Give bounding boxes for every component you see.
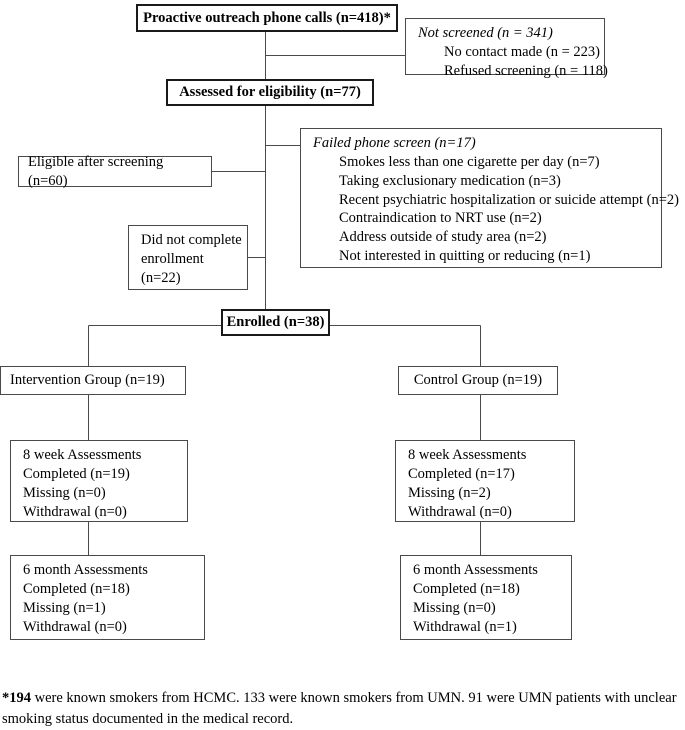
- node-failed-phone-screen: Failed phone screen (n=17) Smokes less t…: [300, 128, 679, 270]
- node-proactive-outreach: Proactive outreach phone calls (n=418)*: [136, 4, 398, 32]
- failed-phone-screen-item-5: Not interested in quitting or reducing (…: [339, 248, 591, 265]
- node-enrolled: Enrolled (n=38): [221, 309, 330, 336]
- control-8week-line-1: Completed (n=17): [408, 465, 515, 482]
- footnote-marker: *194: [2, 690, 31, 706]
- intervention-6month-line-2: Missing (n=1): [23, 599, 106, 616]
- intervention-6month-line-3: Withdrawal (n=0): [23, 618, 127, 635]
- node-control-8week-body: 8 week Assessments Completed (n=17) Miss…: [396, 441, 574, 525]
- control-8week-line-2: Missing (n=2): [408, 484, 491, 501]
- intervention-8week-line-3: Withdrawal (n=0): [23, 503, 127, 520]
- node-control-8week: 8 week Assessments Completed (n=17) Miss…: [395, 440, 575, 522]
- control-6month-line-2: Missing (n=0): [413, 599, 496, 616]
- node-control-6month: 6 month Assessments Completed (n=18) Mis…: [400, 555, 572, 640]
- intervention-8week-line-2: Missing (n=0): [23, 484, 106, 501]
- not-screened-item-1: Refused screening (n = 118): [444, 62, 608, 79]
- node-intervention-6month-body: 6 month Assessments Completed (n=18) Mis…: [11, 556, 204, 640]
- node-assessed-eligibility-label: Assessed for eligibility (n=77): [179, 84, 361, 101]
- not-screened-item-0: No contact made (n = 223): [444, 43, 600, 60]
- intervention-6month-line-1: Completed (n=18): [23, 580, 130, 597]
- did-not-complete-line-0: Did not complete: [141, 232, 242, 248]
- intervention-8week-line-1: Completed (n=19): [23, 465, 130, 482]
- failed-phone-screen-item-3: Contraindication to NRT use (n=2): [339, 210, 542, 227]
- node-control-group-label: Control Group (n=19): [413, 372, 543, 389]
- node-enrolled-label: Enrolled (n=38): [226, 314, 325, 331]
- node-intervention-8week-body: 8 week Assessments Completed (n=19) Miss…: [11, 441, 187, 525]
- control-6month-line-0: 6 month Assessments: [413, 562, 538, 578]
- control-6month-line-1: Completed (n=18): [413, 580, 520, 597]
- node-control-group: Control Group (n=19): [398, 366, 558, 395]
- node-not-screened-body: Not screened (n = 341) No contact made (…: [406, 19, 608, 85]
- not-screened-header: Not screened (n = 341): [418, 25, 553, 41]
- control-6month-line-3: Withdrawal (n=1): [413, 618, 517, 635]
- node-eligible-after-screening: Eligible after screening (n=60): [18, 153, 212, 189]
- did-not-complete-line-1: enrollment: [141, 250, 204, 267]
- failed-phone-screen-item-2: Recent psychiatric hospitalization or su…: [339, 191, 679, 208]
- node-did-not-complete-enrollment-body: Did not complete enrollment (n=22): [129, 226, 247, 292]
- node-did-not-complete-enrollment: Did not complete enrollment (n=22): [128, 225, 248, 290]
- failed-phone-screen-item-1: Taking exclusionary medication (n=3): [339, 172, 561, 189]
- node-control-6month-body: 6 month Assessments Completed (n=18) Mis…: [401, 556, 571, 640]
- intervention-6month-line-0: 6 month Assessments: [23, 562, 148, 578]
- footnote: *194 were known smokers from HCMC. 133 w…: [2, 688, 678, 730]
- node-eligible-after-screening-label: Eligible after screening (n=60): [28, 153, 164, 189]
- node-intervention-group: Intervention Group (n=19): [0, 366, 186, 395]
- node-intervention-8week: 8 week Assessments Completed (n=19) Miss…: [10, 440, 188, 522]
- control-8week-line-0: 8 week Assessments: [408, 447, 527, 463]
- node-not-screened: Not screened (n = 341) No contact made (…: [405, 18, 608, 79]
- intervention-8week-line-0: 8 week Assessments: [23, 447, 142, 463]
- control-8week-line-3: Withdrawal (n=0): [408, 503, 512, 520]
- failed-phone-screen-item-0: Smokes less than one cigarette per day (…: [339, 153, 600, 170]
- node-intervention-6month: 6 month Assessments Completed (n=18) Mis…: [10, 555, 205, 640]
- footnote-text: were known smokers from HCMC. 133 were k…: [2, 690, 677, 728]
- node-intervention-group-label: Intervention Group (n=19): [10, 372, 165, 389]
- failed-phone-screen-header: Failed phone screen (n=17): [313, 135, 476, 151]
- node-assessed-eligibility: Assessed for eligibility (n=77): [166, 79, 374, 106]
- node-failed-phone-screen-body: Failed phone screen (n=17) Smokes less t…: [301, 129, 679, 270]
- failed-phone-screen-item-4: Address outside of study area (n=2): [339, 229, 547, 246]
- node-proactive-outreach-label: Proactive outreach phone calls (n=418)*: [143, 9, 391, 26]
- did-not-complete-line-2: (n=22): [141, 269, 181, 286]
